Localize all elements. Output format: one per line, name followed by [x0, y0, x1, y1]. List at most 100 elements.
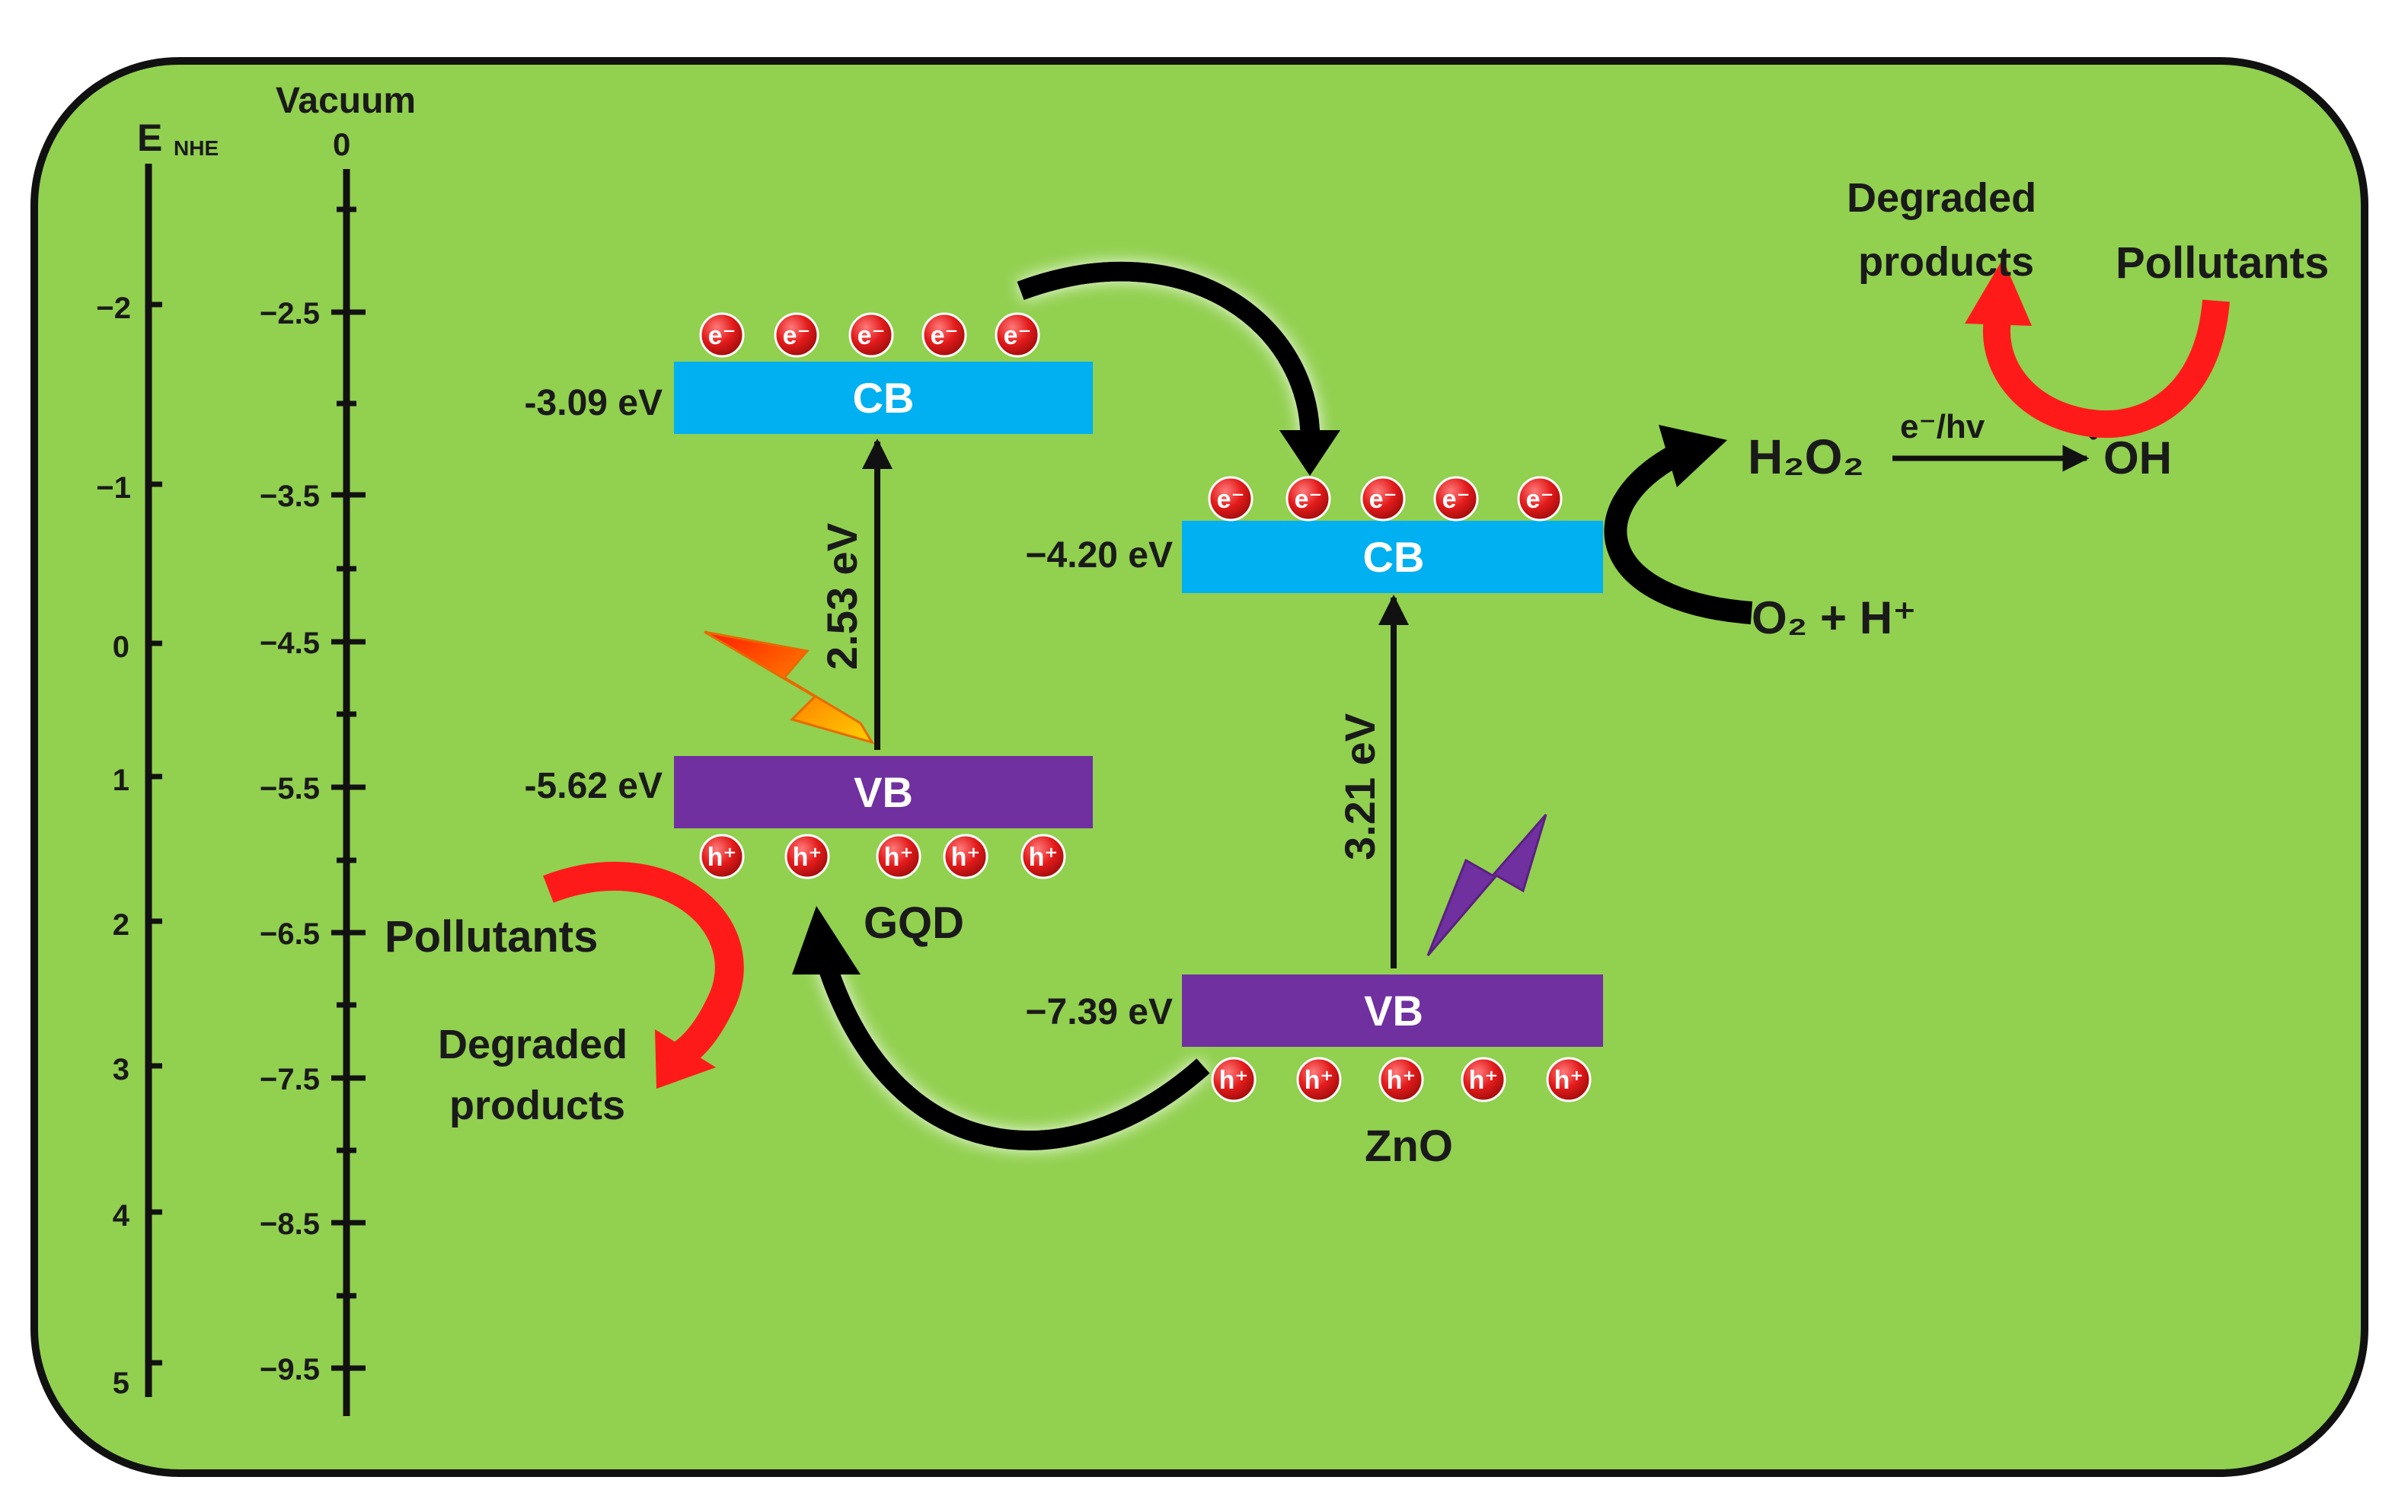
vacuum-tick-label: −7.5 — [260, 1063, 320, 1096]
hole: h⁺ — [1378, 1057, 1424, 1102]
nhe-axis: E NHE −2 −1 0 1 2 3 4 5 — [96, 116, 219, 1400]
hole: h⁺ — [1211, 1057, 1257, 1102]
oh-pollutant-degradation-arrow — [1982, 299, 2230, 439]
svg-text:e⁻: e⁻ — [1217, 485, 1245, 514]
svg-text:e⁻: e⁻ — [1295, 485, 1323, 514]
nhe-tick-label: 0 — [113, 630, 129, 664]
vacuum-tick-label: −3.5 — [260, 480, 320, 513]
conversion-condition-label: e⁻/hv — [1900, 408, 1985, 445]
oh-pollutant-arrow-head — [1965, 259, 2032, 326]
gqd-products-label: products — [449, 1083, 625, 1128]
gqd-valence-band — [674, 756, 1093, 828]
nhe-tick-label: −1 — [96, 471, 131, 505]
gqd-name-label: GQD — [864, 898, 964, 948]
svg-text:h⁺: h⁺ — [1554, 1066, 1584, 1095]
h2o2-label: H₂O₂ — [1748, 429, 1864, 484]
svg-text:e⁻: e⁻ — [1442, 485, 1471, 514]
vacuum-axis-title: Vacuum — [276, 81, 416, 121]
gqd-band-gap-label: 2.53 eV — [818, 523, 866, 670]
vacuum-tick-label: −2.5 — [260, 297, 320, 330]
gqd-pollutant-arrow-head — [655, 1029, 716, 1089]
zno-semiconductor: 3.21 eV CB −4.20 eV VB −7.39 eV e⁻ e⁻ e⁻… — [1026, 476, 1603, 1171]
electron: e⁻ — [1208, 476, 1254, 522]
svg-text:e⁻: e⁻ — [1004, 321, 1032, 350]
svg-text:h⁺: h⁺ — [1469, 1066, 1499, 1095]
oxygen-reduction-arrow-head — [1659, 425, 1727, 487]
zno-light-lightning-icon — [1426, 814, 1547, 956]
nhe-tick-label: −2 — [96, 292, 131, 325]
electron-transfer-arrow — [1017, 261, 1321, 450]
hole-transfer-arrow — [816, 960, 1210, 1150]
gqd-holes: h⁺ h⁺ h⁺ h⁺ h⁺ — [699, 834, 1066, 879]
hole: h⁺ — [1461, 1057, 1506, 1102]
hole: h⁺ — [1296, 1057, 1342, 1102]
vacuum-tick-label: −8.5 — [260, 1207, 320, 1241]
zno-electrons: e⁻ e⁻ e⁻ e⁻ e⁻ — [1208, 476, 1563, 522]
zno-name-label: ZnO — [1365, 1121, 1453, 1171]
gqd-degraded-label: Degraded — [438, 1022, 628, 1067]
oxygen-reduction-arrow — [1604, 445, 1753, 624]
vacuum-axis-zero-label: 0 — [333, 126, 350, 162]
hole: h⁺ — [699, 834, 745, 879]
gqd-electrons: e⁻ e⁻ e⁻ e⁻ e⁻ — [699, 312, 1040, 358]
electron: e⁻ — [1433, 476, 1479, 522]
hole: h⁺ — [784, 834, 830, 879]
hole: h⁺ — [1020, 834, 1066, 879]
zno-conduction-band — [1182, 521, 1603, 593]
zno-cb-energy: −4.20 eV — [1026, 535, 1174, 576]
hydroxyl-radical-label: OH — [2103, 432, 2172, 483]
electron: e⁻ — [848, 312, 894, 358]
svg-text:h⁺: h⁺ — [1305, 1066, 1334, 1095]
nhe-tick-label: 4 — [113, 1199, 130, 1233]
oh-pollutants-label: Pollutants — [2116, 238, 2329, 288]
zno-vb-label: VB — [1364, 987, 1423, 1035]
electron: e⁻ — [1517, 476, 1563, 522]
oh-products-label: products — [1858, 239, 2034, 285]
oh-degraded-label: Degraded — [1847, 175, 2036, 221]
zno-vb-energy: −7.39 eV — [1026, 992, 1174, 1032]
nhe-tick-label: 1 — [113, 764, 129, 797]
svg-text:e⁻: e⁻ — [783, 321, 811, 350]
svg-text:h⁺: h⁺ — [1219, 1066, 1249, 1095]
nhe-tick-label: 3 — [113, 1053, 129, 1086]
gqd-pollutant-degradation-arrow — [543, 861, 744, 1067]
vacuum-tick-label: −9.5 — [260, 1353, 320, 1386]
electron: e⁻ — [774, 312, 819, 358]
svg-text:e⁻: e⁻ — [931, 321, 959, 350]
gqd-vb-energy: -5.62 eV — [525, 766, 663, 806]
svg-text:h⁺: h⁺ — [793, 843, 822, 872]
electron-transfer-arrow-head — [1279, 430, 1340, 476]
zno-valence-band — [1182, 975, 1603, 1047]
zno-cb-label: CB — [1363, 533, 1425, 581]
electron: e⁻ — [921, 312, 967, 358]
svg-text:h⁺: h⁺ — [1387, 1066, 1416, 1095]
gqd-pollutants-label: Pollutants — [385, 912, 598, 962]
vacuum-axis: Vacuum 0 −2.5 −3.5 −4.5 −5.5 −6.5 −7.5 −… — [260, 81, 416, 1416]
vacuum-tick-label: −6.5 — [260, 917, 320, 951]
svg-text:h⁺: h⁺ — [951, 843, 981, 872]
vacuum-tick-label: −5.5 — [260, 772, 320, 805]
vacuum-tick-label: −4.5 — [260, 627, 320, 660]
nhe-axis-title: E — [137, 116, 162, 159]
zno-holes: h⁺ h⁺ h⁺ h⁺ h⁺ — [1211, 1057, 1592, 1102]
hole: h⁺ — [943, 834, 988, 879]
nhe-tick-label: 2 — [113, 908, 129, 942]
diagram-background — [30, 57, 2368, 1477]
hole-transfer-arrow-head — [792, 906, 861, 975]
nhe-tick-label: 5 — [113, 1367, 129, 1400]
svg-text:e⁻: e⁻ — [1526, 485, 1554, 514]
nhe-axis-subscript: NHE — [174, 136, 219, 160]
zno-band-gap-label: 3.21 eV — [1336, 713, 1384, 860]
hole: h⁺ — [876, 834, 921, 879]
oxygen-proton-label: O₂ + H⁺ — [1752, 592, 1917, 643]
svg-text:e⁻: e⁻ — [708, 321, 736, 350]
electron: e⁻ — [699, 312, 745, 358]
gqd-semiconductor: 2.53 eV CB -3.09 eV VB -5.62 eV e⁻ e⁻ e⁻… — [385, 312, 1093, 1128]
svg-text:e⁻: e⁻ — [1369, 485, 1397, 514]
hole: h⁺ — [1546, 1057, 1592, 1102]
svg-text:e⁻: e⁻ — [857, 321, 886, 350]
gqd-light-lightning-icon — [704, 630, 875, 745]
svg-text:h⁺: h⁺ — [884, 843, 914, 872]
gqd-conduction-band — [674, 362, 1093, 434]
